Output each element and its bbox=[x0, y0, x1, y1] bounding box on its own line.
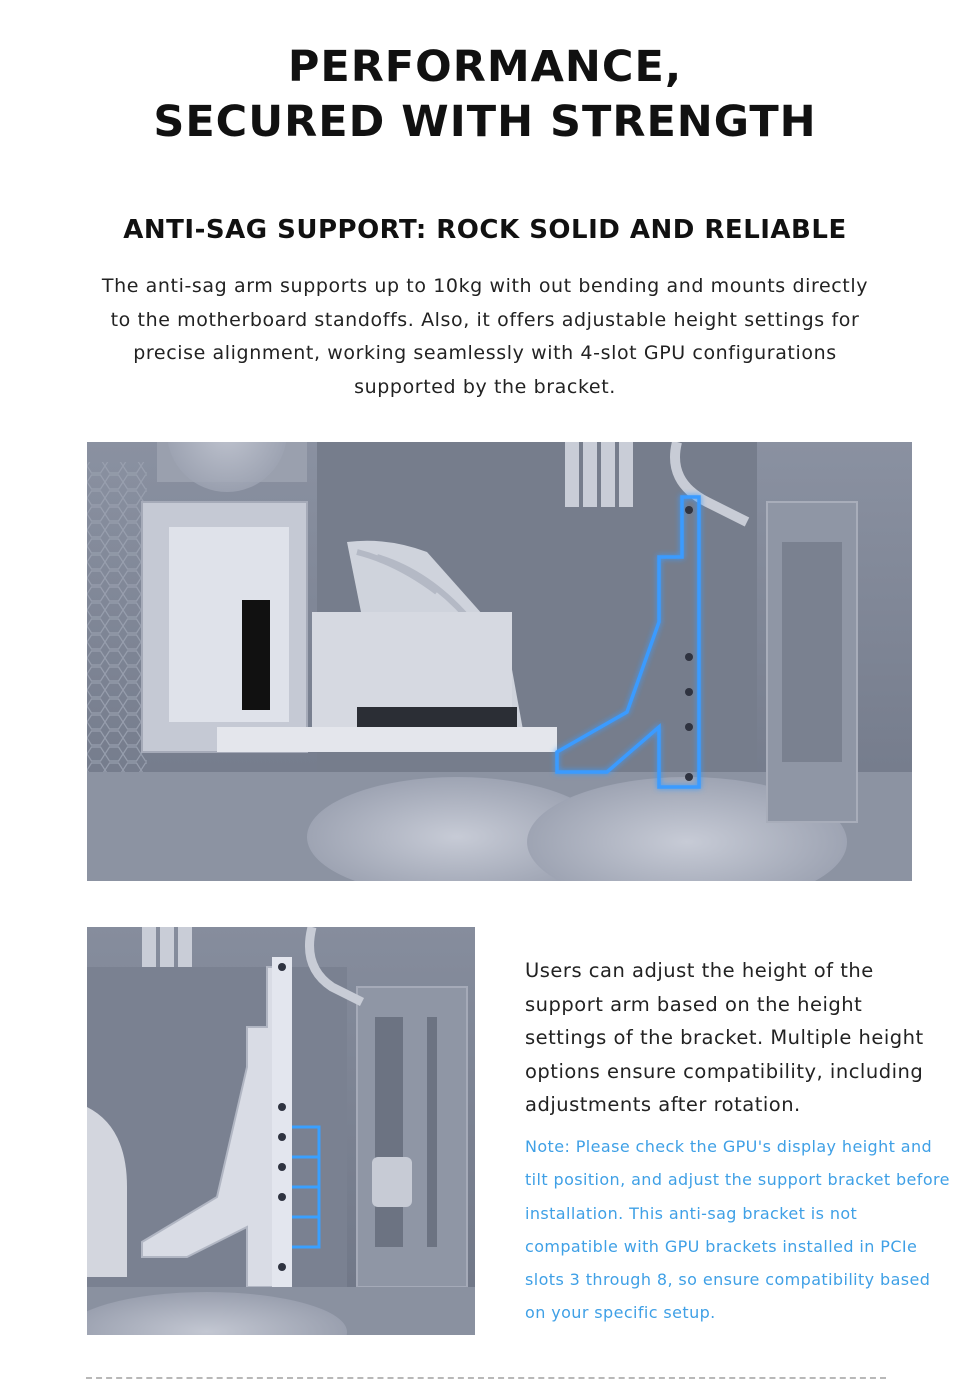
page-title-line-1: PERFORMANCE, bbox=[287, 42, 683, 92]
page-title-line-2: SECURED WITH STRENGTH bbox=[153, 97, 817, 147]
section-divider bbox=[86, 1377, 886, 1379]
height-adjustment-description: Users can adjust the height of the suppo… bbox=[525, 959, 924, 1116]
compatibility-note: Note: Please check the GPU's display hei… bbox=[525, 1137, 950, 1323]
section-intro: The anti-sag arm supports up to 10kg wit… bbox=[101, 275, 869, 398]
page-title: PERFORMANCE, SECURED WITH STRENGTH bbox=[0, 40, 970, 150]
anti-sag-bracket-photo bbox=[87, 442, 912, 881]
height-adjustment-photo bbox=[87, 927, 475, 1335]
section-title: ANTI-SAG SUPPORT: ROCK SOLID AND RELIABL… bbox=[123, 215, 847, 245]
